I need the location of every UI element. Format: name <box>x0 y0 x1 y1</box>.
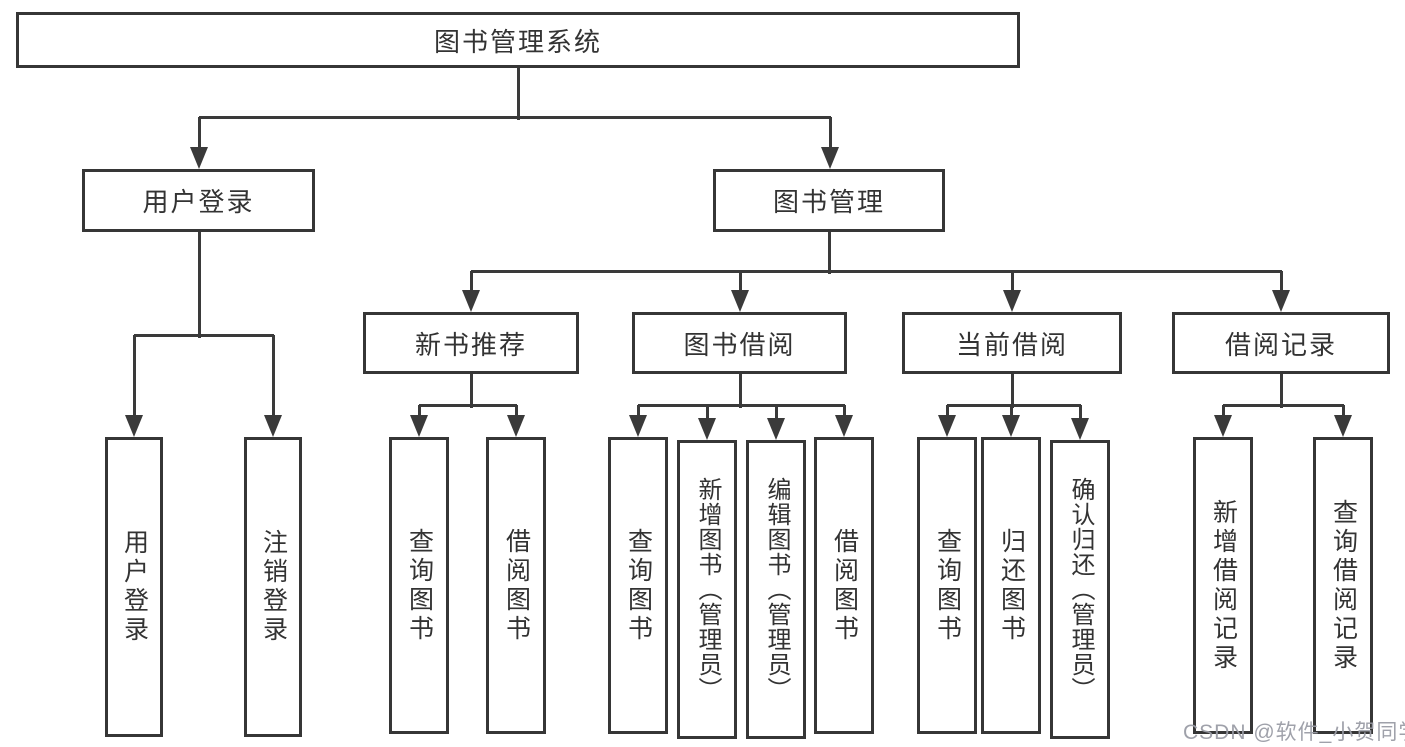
leaf-query-borrow-record: 查询借阅记录 <box>1313 437 1373 734</box>
connector-line <box>134 333 274 337</box>
connector-line <box>1279 271 1283 292</box>
arrowhead-down-icon <box>1003 290 1021 312</box>
arrowhead-down-icon <box>190 147 208 169</box>
connector-line <box>828 117 832 148</box>
leaf-query-book-current: 查询图书 <box>917 437 977 734</box>
leaf-query-book-recommend: 查询图书 <box>389 437 449 734</box>
node-label: 图书借阅 <box>683 329 796 360</box>
arrowhead-down-icon <box>821 147 839 169</box>
arrowhead-down-icon <box>731 290 749 312</box>
leaf-edit-book-admin: 编辑图书（管理员） <box>746 440 806 739</box>
connector-line <box>199 115 831 119</box>
arrowhead-down-icon <box>835 415 853 437</box>
connector-line <box>417 405 421 416</box>
node-label: 新增图书（管理员） <box>694 477 721 702</box>
arrowhead-down-icon <box>462 290 480 312</box>
node-label: 编辑图书（管理员） <box>763 477 790 702</box>
arrowhead-down-icon <box>125 415 143 437</box>
leaf-borrow-book: 借阅图书 <box>814 437 874 734</box>
node-label: 归还图书 <box>997 527 1026 644</box>
arrowhead-down-icon <box>1334 415 1352 437</box>
connector-line <box>1078 405 1082 419</box>
node-label: 图书管理 <box>772 187 885 217</box>
connector-line <box>514 405 518 416</box>
node-borrowing-records: 借阅记录 <box>1172 312 1390 374</box>
node-library-management-system: 图书管理系统 <box>16 12 1020 68</box>
node-label: 新书推荐 <box>414 329 527 360</box>
connector-line <box>1223 403 1344 407</box>
node-label: 图书管理系统 <box>433 26 602 57</box>
node-label: 借阅记录 <box>1224 329 1337 360</box>
connector-line <box>469 271 473 292</box>
leaf-query-book-borrow: 查询图书 <box>608 437 668 734</box>
arrowhead-down-icon <box>938 415 956 437</box>
node-book-management: 图书管理 <box>713 169 945 232</box>
leaf-logout: 注销登录 <box>244 437 302 737</box>
connector-line <box>638 403 845 407</box>
connector-line <box>197 232 201 338</box>
connector-line <box>738 374 742 408</box>
arrowhead-down-icon <box>507 415 525 437</box>
watermark: CSDN @软件_小贺同学 <box>1183 721 1405 744</box>
leaf-return-book: 归还图书 <box>981 437 1041 734</box>
connector-line <box>132 335 136 416</box>
node-current-borrowing: 当前借阅 <box>902 312 1122 374</box>
connector-line <box>738 271 742 292</box>
connector-line <box>947 403 1081 407</box>
node-label: 确认归还（管理员） <box>1067 477 1094 702</box>
connector-line <box>842 405 846 416</box>
connector-line <box>1009 405 1013 416</box>
node-label: 注销登录 <box>259 529 288 645</box>
arrowhead-down-icon <box>1002 415 1020 437</box>
connector-line <box>1010 374 1014 408</box>
connector-line <box>705 405 709 419</box>
arrowhead-down-icon <box>1214 415 1232 437</box>
node-label: 当前借阅 <box>955 329 1068 360</box>
node-label: 新增借阅记录 <box>1209 498 1238 673</box>
leaf-confirm-return-admin: 确认归还（管理员） <box>1050 440 1110 739</box>
connector-line <box>516 68 520 120</box>
connector-line <box>945 405 949 416</box>
node-book-borrowing: 图书借阅 <box>632 312 847 374</box>
connector-line <box>419 403 517 407</box>
connector-line <box>774 405 778 419</box>
node-label: 借阅图书 <box>830 527 859 644</box>
node-label: 查询图书 <box>405 527 434 644</box>
arrowhead-down-icon <box>264 415 282 437</box>
leaf-add-book-admin: 新增图书（管理员） <box>677 440 737 739</box>
node-label: 用户登录 <box>142 187 255 217</box>
arrowhead-down-icon <box>1071 418 1089 440</box>
connector-line <box>271 335 275 416</box>
leaf-borrow-book-recommend: 借阅图书 <box>486 437 546 734</box>
connector-line <box>1341 405 1345 416</box>
connector-line <box>1010 271 1014 292</box>
arrowhead-down-icon <box>410 415 428 437</box>
connector-line <box>469 374 473 408</box>
connector-line <box>1279 374 1283 408</box>
node-label: 查询图书 <box>933 527 962 644</box>
node-label: 查询图书 <box>624 527 653 644</box>
connector-line <box>1221 405 1225 416</box>
connector-line <box>827 232 831 274</box>
arrowhead-down-icon <box>629 415 647 437</box>
connector-line <box>471 269 1282 273</box>
arrowhead-down-icon <box>698 418 716 440</box>
arrowhead-down-icon <box>767 418 785 440</box>
connector-line <box>636 405 640 416</box>
arrowhead-down-icon <box>1272 290 1290 312</box>
node-user-login: 用户登录 <box>82 169 315 232</box>
node-label: 查询借阅记录 <box>1329 498 1358 673</box>
node-label: 借阅图书 <box>502 527 531 644</box>
leaf-user-login: 用户登录 <box>105 437 163 737</box>
connector-line <box>197 117 201 148</box>
node-label: 用户登录 <box>120 529 149 645</box>
leaf-add-borrow-record: 新增借阅记录 <box>1193 437 1253 734</box>
node-new-book-recommend: 新书推荐 <box>363 312 579 374</box>
